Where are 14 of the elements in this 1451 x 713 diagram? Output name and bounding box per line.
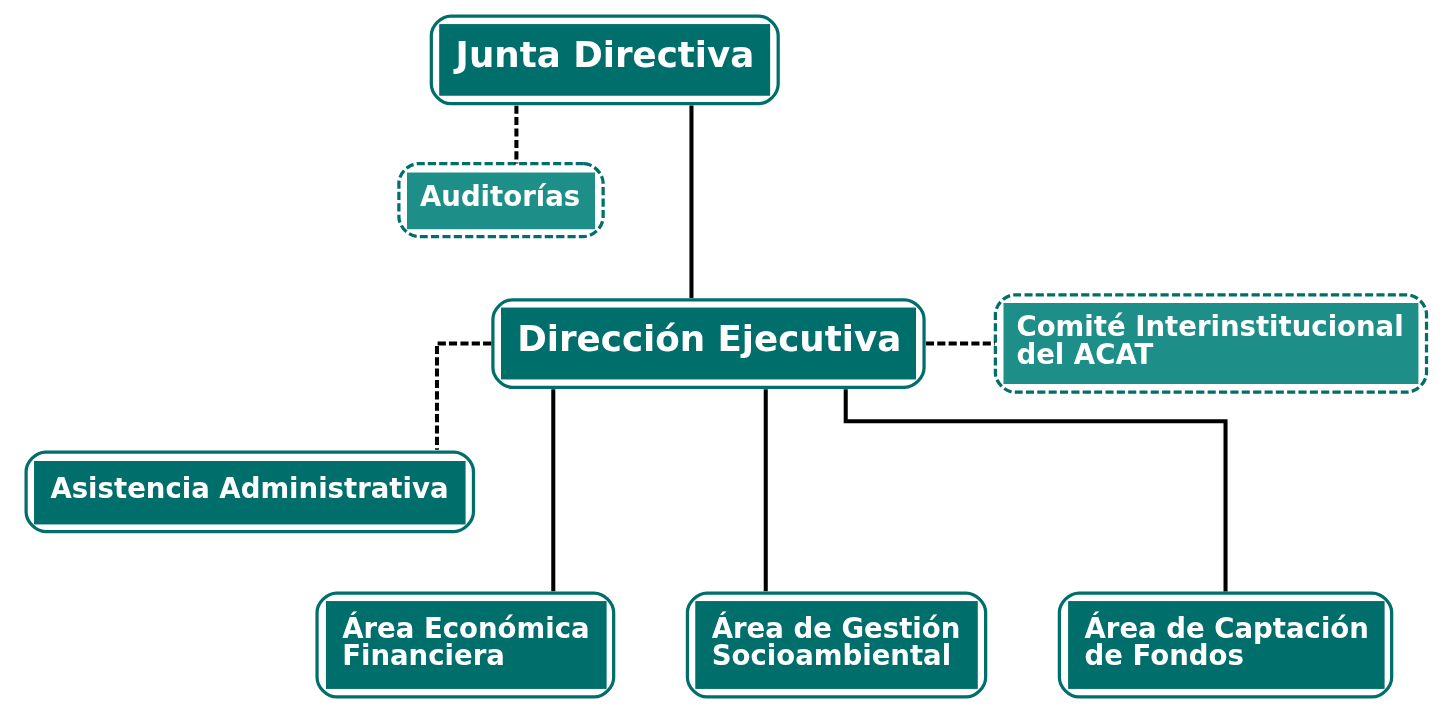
node-box: Área Económica Financiera — [315, 591, 616, 699]
connector — [763, 389, 768, 592]
node-box: Área de Captación de Fondos — [1057, 591, 1394, 699]
connector — [689, 105, 694, 299]
node-box: Auditorías — [397, 162, 605, 239]
connector — [843, 389, 1228, 592]
node-box: Área de Gestión Socioambiental — [685, 591, 988, 699]
node-box: Asistencia Administrativa — [24, 450, 476, 534]
node-box: Comité Interinstitucional del ACAT — [993, 293, 1429, 394]
node-box: Junta Directiva — [429, 14, 780, 106]
connector — [551, 389, 556, 592]
connector — [925, 341, 995, 346]
connector — [434, 341, 492, 450]
node-box: Dirección Ejecutiva — [491, 298, 926, 389]
